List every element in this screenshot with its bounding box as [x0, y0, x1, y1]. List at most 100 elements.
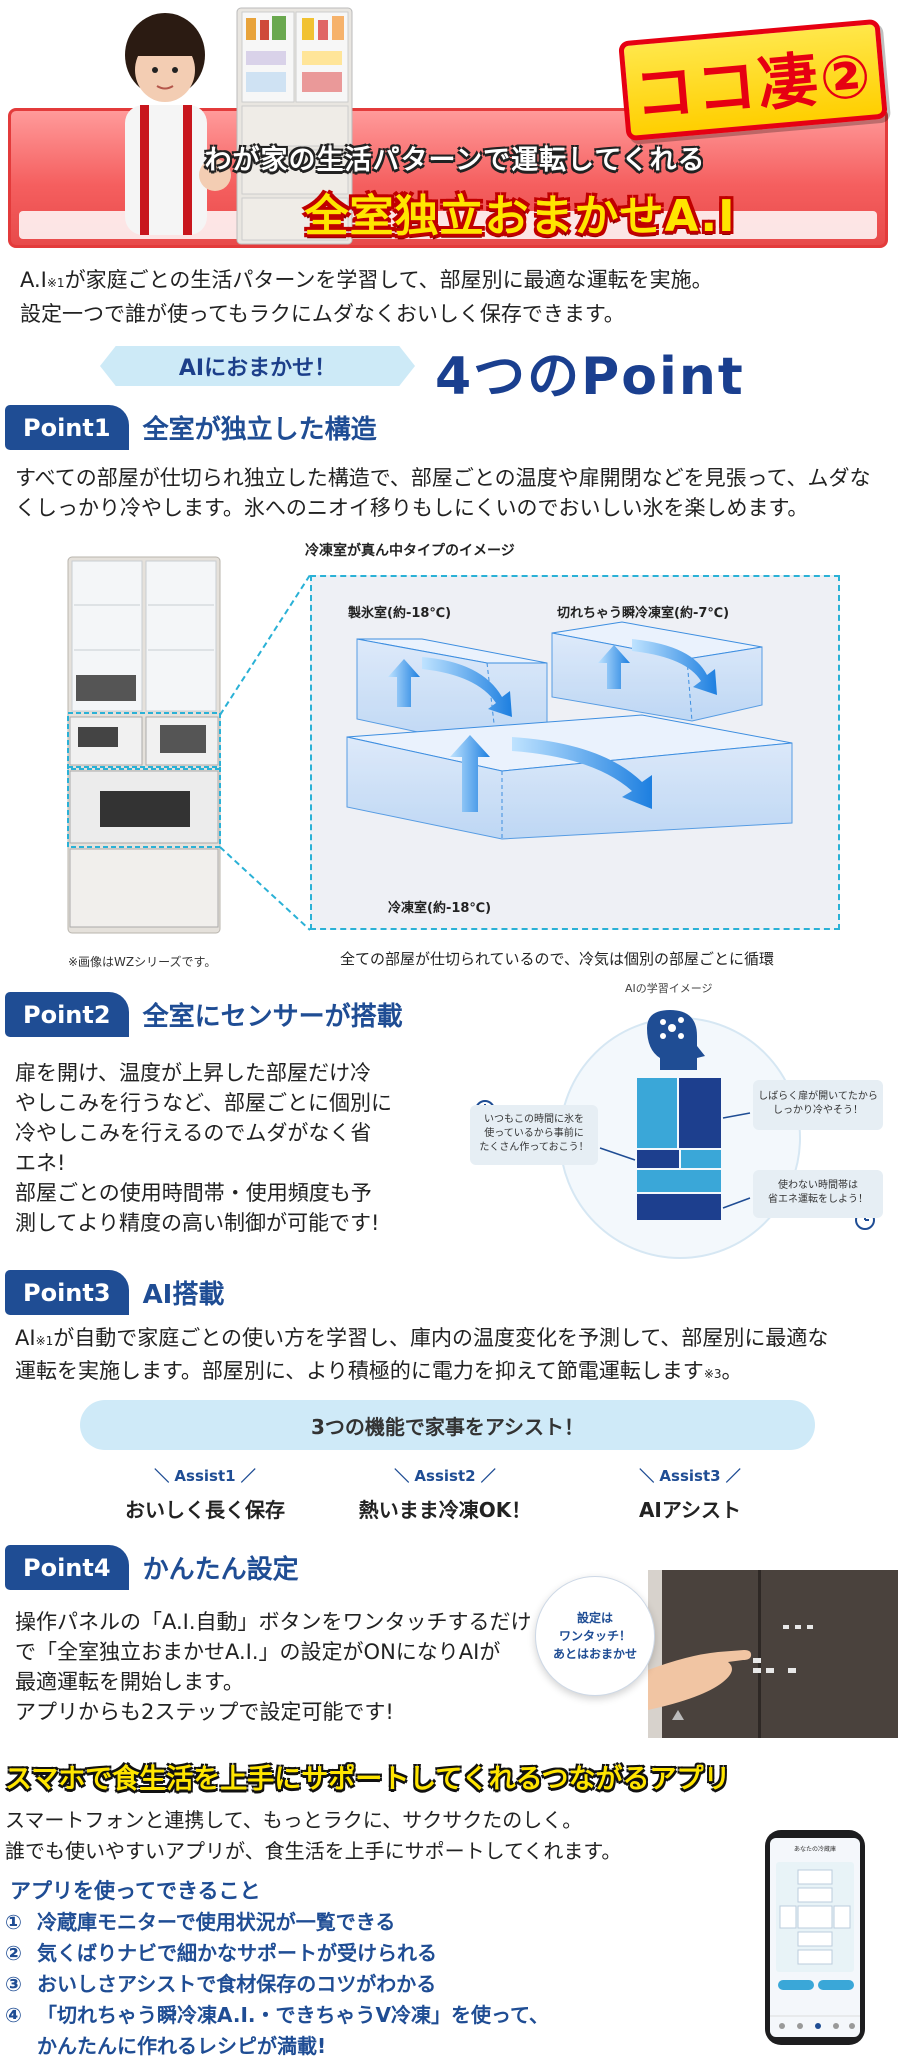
ai-learning-diagram: AIの学習イメージ いつもこの時間に氷を 使っているから事前に: [465, 980, 895, 1265]
app-intro: スマートフォンと連携して、もっとラクに、サクサクたのしく。 誰でも使いやすいアプ…: [5, 1805, 621, 1867]
app-intro-line-2: 誰でも使いやすいアプリが、食生活を上手にサポートしてくれます。: [5, 1839, 622, 1863]
point3-line-2-end: 。: [721, 1359, 743, 1383]
assist-1-text: おいしく長く保存: [125, 1498, 285, 1522]
point3-body: AI※1が自動で家庭ごとの使い方を学習し、庫内の温度変化を予測して、部屋別に最適…: [15, 1323, 890, 1389]
point2-body: 扉を開け、温度が上昇した部屋だけ冷 やしこみを行うなど、部屋ごとに個別に 冷やし…: [15, 1058, 465, 1238]
point2-line: エネ!: [15, 1151, 66, 1175]
list-item: ④ 「切れちゃう瞬冷凍A.I.・できちゃうV冷凍」を使って、: [5, 2000, 605, 2031]
bubble-line: あとはおまかせ: [552, 1647, 637, 1661]
point3-title: AI搭載: [142, 1280, 225, 1310]
list-item-continued: かんたんに作れるレシピが満載!: [5, 2031, 605, 2060]
phone-app-ui: [770, 1862, 860, 2029]
point3-footnote-mark: ※1: [35, 1334, 54, 1348]
hero-subtitle: わが家の生活パターンで運転してくれる: [204, 145, 706, 176]
point4-heading: Point4 かんたん設定: [5, 1545, 299, 1590]
list-number: ①: [5, 1910, 22, 1934]
list-text: おいしさアシストで食材保存のコツがわかる: [37, 1972, 437, 1996]
phone-screen: あなたの冷蔵庫: [770, 1838, 860, 2037]
point2-line: やしこみを行うなど、部屋ごとに個別に: [15, 1091, 392, 1115]
point4-line: 最適運転を開始します。: [15, 1670, 244, 1694]
assist-3: ＼ Assist3 ／ AIアシスト: [590, 1465, 790, 1523]
point2-line: 部屋ごとの使用時間帯・使用頻度も予: [15, 1181, 372, 1205]
bubble-line: ワンタッチ！: [558, 1629, 631, 1643]
list-text: 冷蔵庫モニターで使用状況が一覧できる: [37, 1910, 396, 1934]
ai-omakase-pill: AIにおまかせ！: [100, 346, 415, 386]
point3-heading: Point3 AI搭載: [5, 1270, 224, 1315]
assist-1-tag: ＼ Assist1 ／: [154, 1467, 256, 1485]
list-item: ③ おいしさアシストで食材保存のコツがわかる: [5, 1969, 605, 2000]
image-note: ※画像はWZシリーズです。: [68, 955, 217, 969]
fridge-photo: [236, 7, 353, 245]
point4-line: 操作パネルの「A.I.自動」ボタンをワンタッチするだけ: [15, 1610, 532, 1634]
label-ice-room: 製氷室(約-18℃): [348, 606, 452, 621]
assist-2-text: 熱いまま冷凍OK！: [358, 1498, 532, 1522]
intro-ai: A.I: [20, 268, 47, 292]
fridge-open-photo: [67, 556, 310, 934]
bubble-door-open: しばらく扉が開いてたから しっかり冷やそう！: [753, 1080, 883, 1130]
point3-line-2-text: 運転を実施します。部屋別に、より積極的に電力を抑えて節電運転します: [15, 1359, 704, 1383]
point4-line: で「全室独立おまかせA.I.」の設定がONになりAIが: [15, 1640, 501, 1664]
assist-2: ＼ Assist2 ／ 熱いまま冷凍OK！: [345, 1465, 545, 1523]
point2-heading: Point2 全室にセンサーが搭載: [5, 992, 403, 1037]
bubble-line: 設定は: [576, 1611, 613, 1625]
point2-title: 全室にセンサーが搭載: [142, 1002, 403, 1032]
airflow-diagram: [346, 621, 793, 840]
intro-footnote-mark: ※1: [46, 276, 65, 290]
point2-line: 扉を開け、温度が上昇した部屋だけ冷: [15, 1061, 371, 1085]
intro-text: A.I※1が家庭ごとの生活パターンを学習して、部屋別に最適な運転を実施。 設定一…: [20, 265, 880, 330]
point3-line-1-text: が自動で家庭ごとの使い方を学習し、庫内の温度変化を予測して、部屋別に最適な: [53, 1326, 829, 1350]
hero-banner: ココ凄② わが家の生活パターンで運転してくれる 全室独立おまかせA.I: [0, 0, 900, 255]
child-photo: [125, 13, 231, 235]
point3-badge: Point3: [5, 1270, 129, 1315]
phone-app-title: あなたの冷蔵庫: [793, 1846, 836, 1853]
point3-line-2: 運転を実施します。部屋別に、より積極的に電力を抑えて節電運転します※3。: [15, 1356, 890, 1389]
ai-learning-label: AIの学習イメージ: [625, 982, 713, 995]
figure-footnote: 全ての部屋が仕切られているので、冷気は個別の部屋ごとに循環: [340, 950, 774, 968]
point4-title: かんたん設定: [142, 1555, 299, 1585]
point1-body: すべての部屋が仕切られ独立した構造で、部屋ごとの温度や扉開閉などを見張って、ムダ…: [15, 466, 871, 520]
smartphone-mockup: あなたの冷蔵庫: [765, 1830, 865, 2045]
bubble-ice-schedule: いつもこの時間に氷を 使っているから事前に たくさん作っておこう！: [470, 1105, 598, 1165]
point2-line: 冷やしこみを行えるのでムダがなく省: [15, 1121, 372, 1145]
assist-1: ＼ Assist1 ／ おいしく長く保存: [105, 1465, 305, 1523]
app-section-title: スマホで食生活を上手にサポートしてくれるつながるアプリ: [5, 1764, 731, 1795]
label-instant-freeze: 切れちゃう瞬冷凍室(約-7℃): [557, 606, 730, 621]
bubble-line: しっかり冷やそう！: [773, 1105, 863, 1116]
point3-line-1: AI※1が自動で家庭ごとの使い方を学習し、庫内の温度変化を予測して、部屋別に最適…: [15, 1323, 890, 1356]
list-text: 気くばりナビで細かなサポートが受けられる: [37, 1941, 437, 1965]
assist-pill: 3つの機能で家事をアシスト！: [80, 1400, 815, 1450]
list-number: ③: [5, 1972, 22, 1996]
four-point-heading: 4つのPoint: [435, 347, 745, 407]
assist-3-tag: ＼ Assist3 ／: [639, 1467, 741, 1485]
point3-ai: AI: [15, 1326, 36, 1350]
point1-title: 全室が独立した構造: [142, 415, 377, 445]
panel-illustration: [648, 1570, 898, 1738]
list-item: ① 冷蔵庫モニターで使用状況が一覧できる: [5, 1907, 605, 1938]
point4-body: 操作パネルの「A.I.自動」ボタンをワンタッチするだけ で「全室独立おまかせA.…: [15, 1607, 535, 1727]
four-points-banner: AIにおまかせ！ 4つのPoint: [100, 340, 760, 407]
intro-line-1-text: が家庭ごとの生活パターンを学習して、部屋別に最適な運転を実施。: [64, 268, 713, 292]
assist-2-tag: ＼ Assist2 ／: [394, 1467, 496, 1485]
point1-heading: Point1 全室が独立した構造: [5, 405, 377, 450]
list-number-spacer: [5, 2031, 37, 2060]
chamber-diagram: 製氷室(約-18℃) 切れちゃう瞬冷凍室(約-7℃) 冷凍室(約-18℃): [310, 575, 840, 930]
bubble-line: いつもこの時間に氷を: [484, 1114, 584, 1125]
point1-figure: 冷凍室が真ん中タイプのイメージ: [60, 540, 850, 980]
bubble-line: 使わない時間帯は: [778, 1180, 858, 1191]
intro-line-1: A.I※1が家庭ごとの生活パターンを学習して、部屋別に最適な運転を実施。: [20, 265, 880, 299]
point2-badge: Point2: [5, 992, 129, 1037]
list-text: かんたんに作れるレシピが満載!: [37, 2034, 327, 2058]
app-intro-line-1: スマートフォンと連携して、もっとラクに、サクサクたのしく。: [5, 1808, 583, 1832]
bubble-line: 省エネ運転をしよう！: [768, 1194, 868, 1205]
hero-title: 全室独立おまかせA.I: [304, 191, 736, 242]
point4-line: アプリからも2ステップで設定可能です!: [15, 1700, 394, 1724]
figure-caption: 冷凍室が真ん中タイプのイメージ: [305, 543, 515, 559]
control-panel-photo: [648, 1570, 898, 1738]
list-text: 「切れちゃう瞬冷凍A.I.・できちゃうV冷凍」を使って、: [37, 2003, 549, 2027]
list-number: ④: [5, 2003, 22, 2027]
bubble-eco-mode: 使わない時間帯は 省エネ運転をしよう！: [753, 1170, 883, 1218]
point3-footnote-mark-3: ※3: [703, 1367, 722, 1381]
